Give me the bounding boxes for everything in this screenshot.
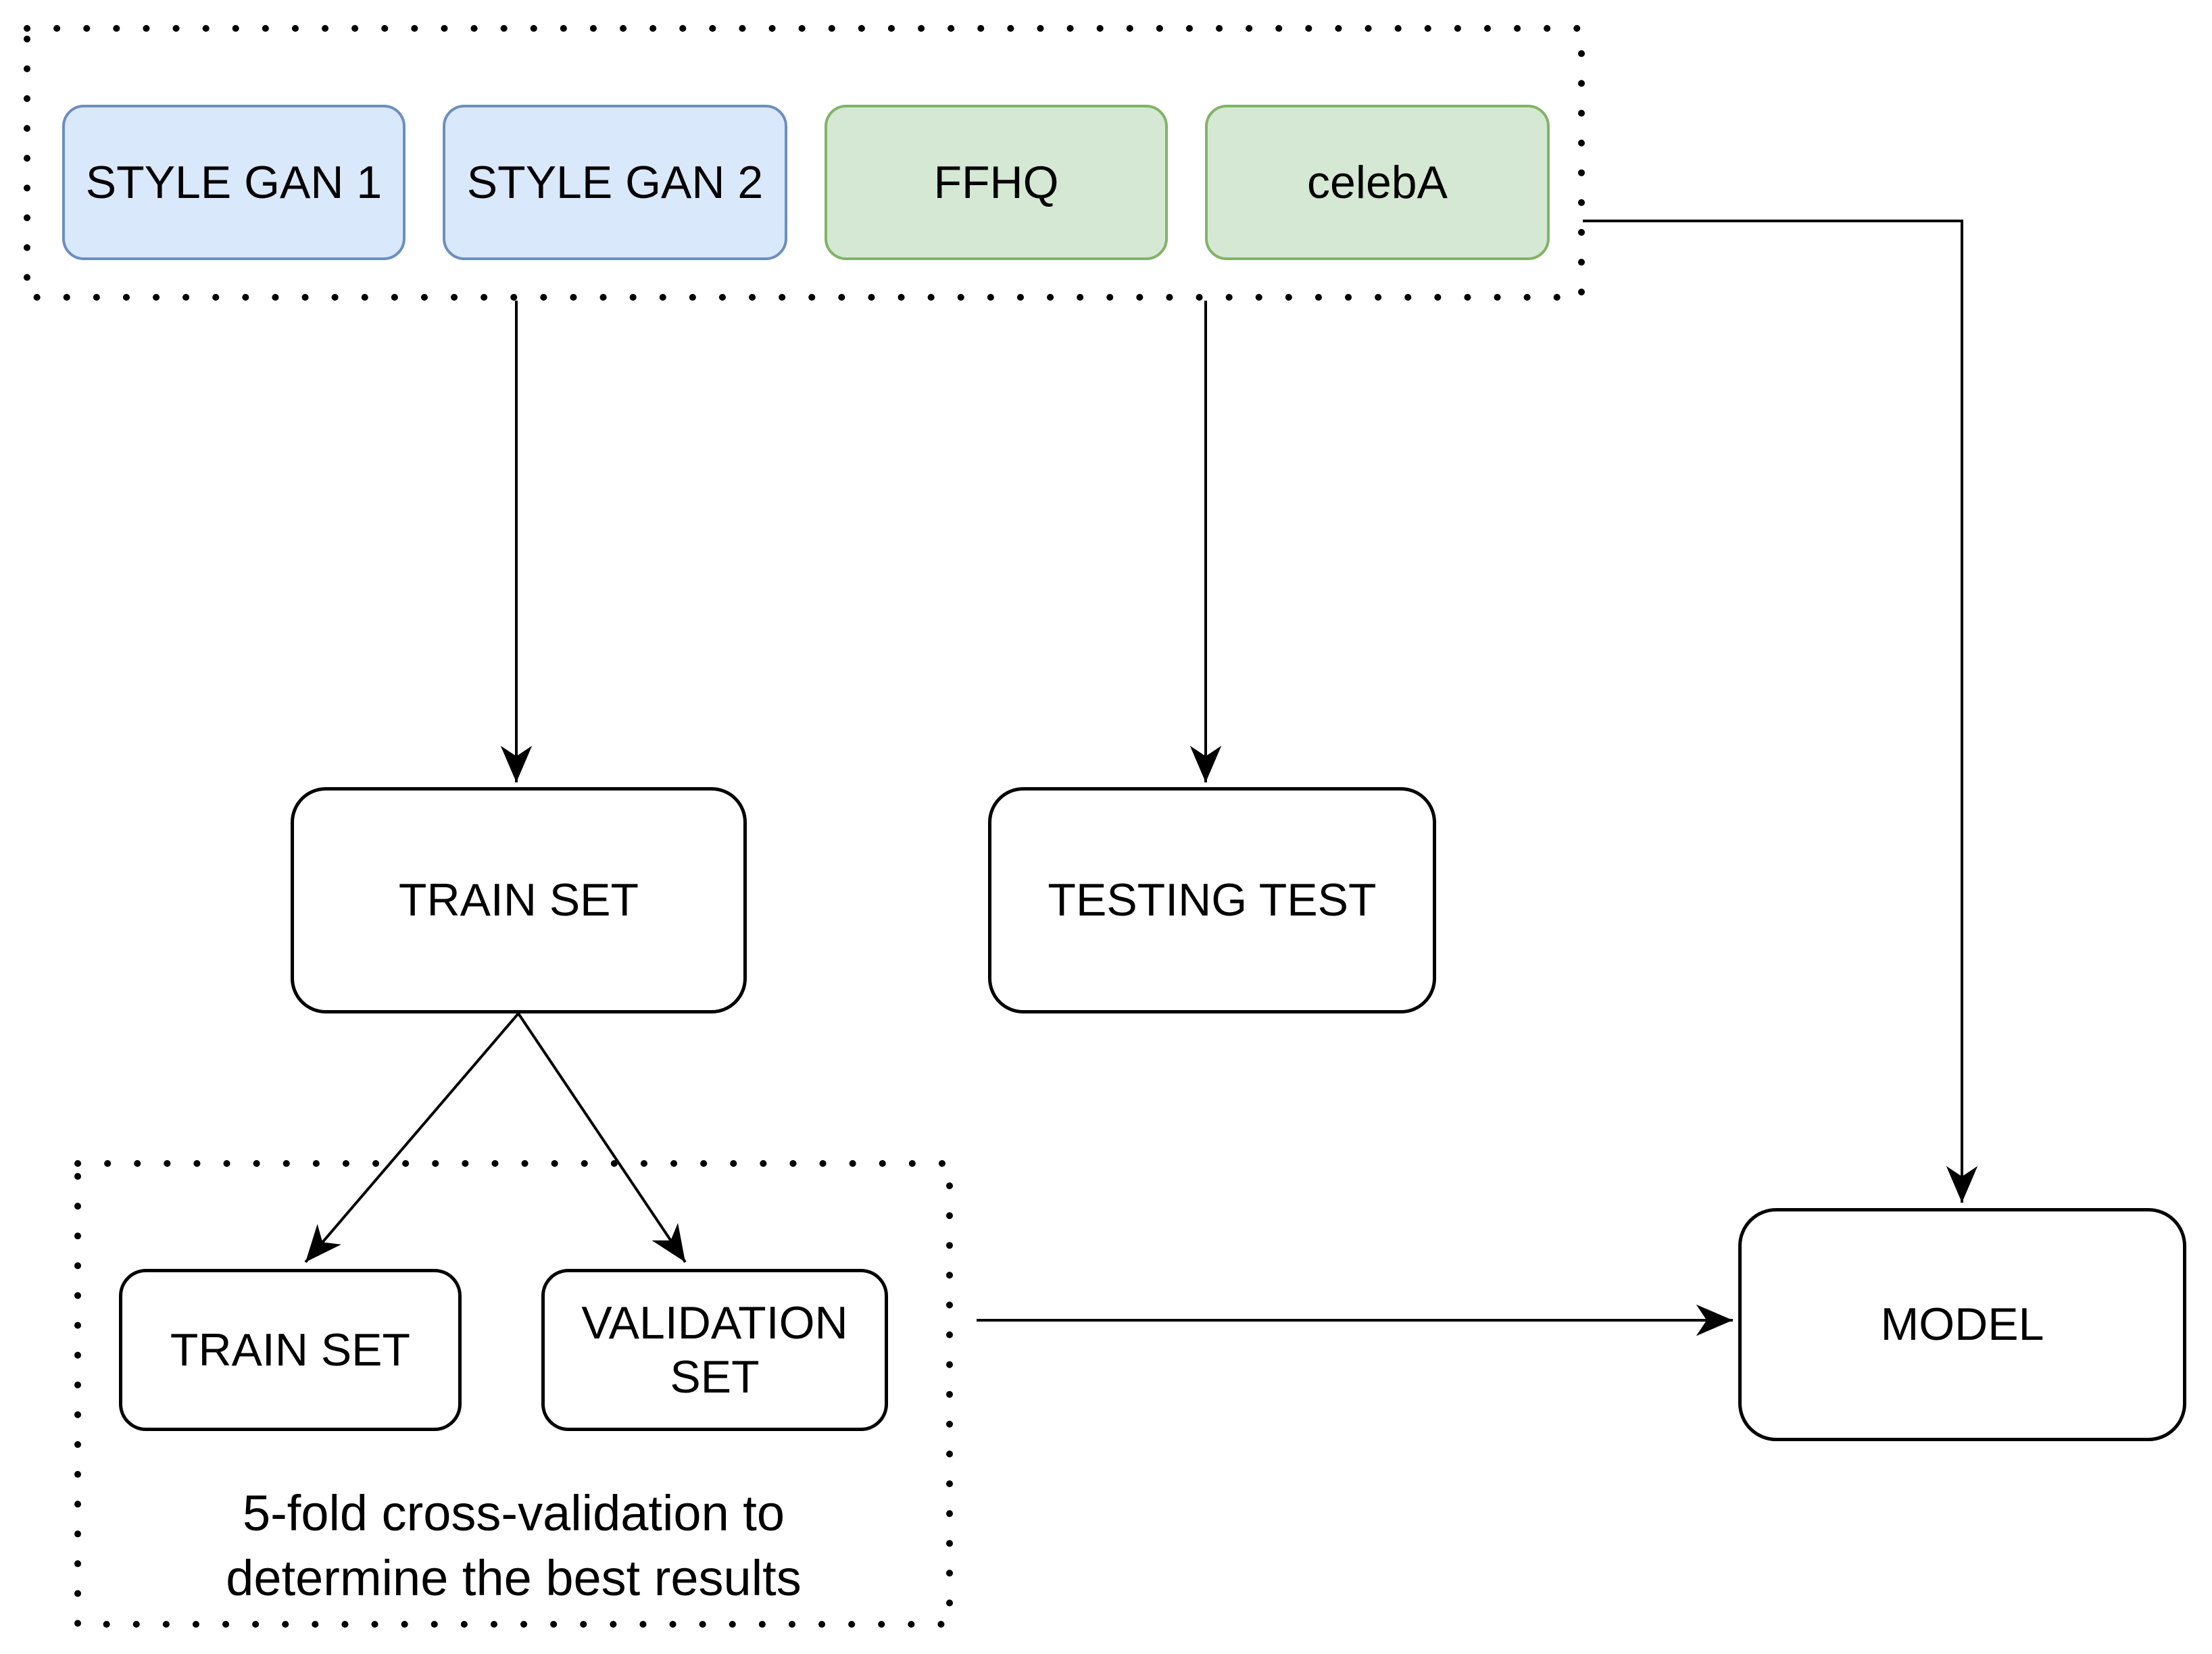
dataset-box-ffhq: FFHQ (825, 105, 1168, 260)
arrow-datasets-to-model-elbow (1583, 220, 1978, 1203)
dataset-label: STYLE GAN 1 (85, 156, 383, 208)
dataset-label: FFHQ (933, 156, 1059, 208)
model-box: MODEL (1738, 1208, 2186, 1441)
node-label: TRAIN SET (170, 1324, 411, 1376)
node-label: TRAIN SET (398, 874, 639, 926)
caption-line-2: determine the best results (226, 1550, 802, 1606)
caption-line-1: 5-fold cross-validation to (242, 1485, 785, 1541)
node-label: VALIDATION SET (581, 1297, 848, 1403)
train-subset-box: TRAIN SET (119, 1269, 462, 1431)
dataset-label: celebA (1307, 156, 1448, 208)
validation-set-box: VALIDATION SET (541, 1269, 888, 1431)
arrow-train-set-to-validation-set (517, 1012, 687, 1263)
node-label: MODEL (1880, 1299, 2044, 1351)
arrow-train-set-to-train-subset (304, 1012, 520, 1263)
cross-validation-group-dotted-border (74, 1160, 953, 1628)
train-set-box: TRAIN SET (291, 787, 747, 1013)
dataset-box-stylegan2: STYLE GAN 2 (443, 105, 787, 260)
dataset-box-stylegan1: STYLE GAN 1 (62, 105, 405, 260)
datasets-group-dotted-border (24, 25, 1585, 301)
testing-test-box: TESTING TEST (988, 787, 1436, 1013)
dataset-box-celeba: celebA (1205, 105, 1550, 260)
node-label: TESTING TEST (1048, 874, 1377, 926)
dataset-label: STYLE GAN 2 (466, 156, 764, 208)
cross-validation-caption: 5-fold cross-validation to determine the… (108, 1481, 919, 1611)
